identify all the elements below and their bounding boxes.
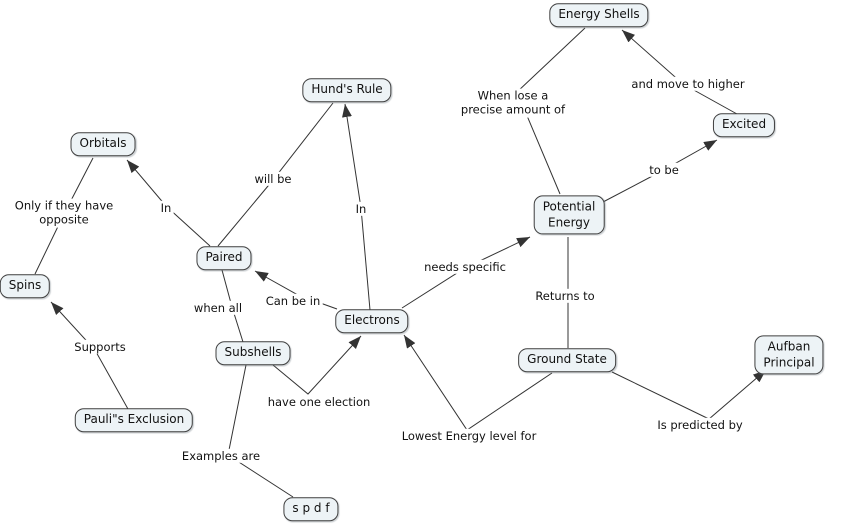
concept-node-excited[interactable]: Excited: [712, 113, 776, 137]
concept-node-spins[interactable]: Spins: [0, 274, 51, 298]
edge-line-excited-to-energy-shells: [621, 29, 738, 115]
concept-node-paulis-exclusion[interactable]: Pauli"s Exclusion: [74, 408, 194, 432]
concept-node-paired[interactable]: Paired: [196, 246, 252, 270]
link-label-examples-are[interactable]: Examples are: [179, 448, 263, 464]
concept-node-ground-state[interactable]: Ground State: [518, 348, 616, 372]
concept-node-energy-shells[interactable]: Energy Shells: [549, 3, 649, 27]
edge-line-subshells-to-electrons: [272, 335, 362, 395]
concept-node-potential-energy[interactable]: Potential Energy: [533, 195, 605, 235]
link-label-to-be[interactable]: to be: [647, 162, 681, 178]
concept-node-electrons[interactable]: Electrons: [335, 309, 409, 333]
link-label-can-be-in[interactable]: Can be in: [263, 293, 323, 309]
concept-node-subshells[interactable]: Subshells: [215, 341, 291, 365]
link-label-and-move-to-higher[interactable]: and move to higher: [629, 76, 747, 92]
edge-line-subshells-to-spdf: [227, 364, 294, 498]
link-label-in-paired-orbitals[interactable]: In: [158, 200, 174, 216]
link-label-supports[interactable]: Supports: [72, 339, 128, 355]
link-label-will-be[interactable]: will be: [252, 171, 294, 187]
link-label-returns-to[interactable]: Returns to: [533, 288, 597, 304]
link-label-is-predicted-by[interactable]: Is predicted by: [655, 417, 745, 433]
link-label-when-lose-a-precise-amount-of[interactable]: When lose a precise amount of: [458, 88, 568, 118]
link-label-when-all[interactable]: when all: [191, 300, 245, 316]
link-label-in-electrons-hunds[interactable]: In: [353, 201, 369, 217]
edge-line-paulis-exclusion-to-spins: [50, 301, 129, 410]
link-label-have-one-election[interactable]: have one election: [265, 394, 373, 410]
concept-node-hunds-rule[interactable]: Hund's Rule: [302, 78, 392, 102]
link-label-needs-specific[interactable]: needs specific: [422, 259, 508, 275]
link-label-only-if-they-have-opposite[interactable]: Only if they have opposite: [12, 198, 116, 228]
edge-line-ground-state-to-aufban-principal: [611, 369, 767, 420]
concept-node-aufban-principal[interactable]: Aufban Principal: [754, 335, 824, 375]
link-label-lowest-energy-level-for[interactable]: Lowest Energy level for: [399, 428, 539, 444]
concept-node-orbitals[interactable]: Orbitals: [70, 132, 136, 156]
concept-node-spdf[interactable]: s p d f: [283, 497, 339, 521]
